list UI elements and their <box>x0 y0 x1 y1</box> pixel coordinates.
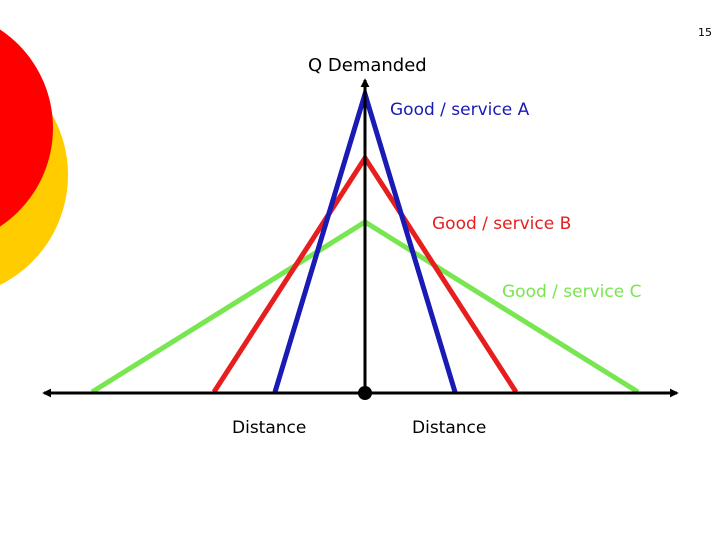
x-axis-label-right: Distance <box>412 418 487 438</box>
y-axis-title: Q Demanded <box>308 55 427 76</box>
red-circle-decoration <box>0 29 53 227</box>
series-label-service-c: Good / service C <box>502 282 642 302</box>
page-number: 15 <box>698 26 712 39</box>
x-axis-label-left: Distance <box>232 418 307 438</box>
origin-point <box>358 386 372 400</box>
series-label-service-b: Good / service B <box>432 214 572 234</box>
series-label-service-a: Good / service A <box>390 100 530 120</box>
